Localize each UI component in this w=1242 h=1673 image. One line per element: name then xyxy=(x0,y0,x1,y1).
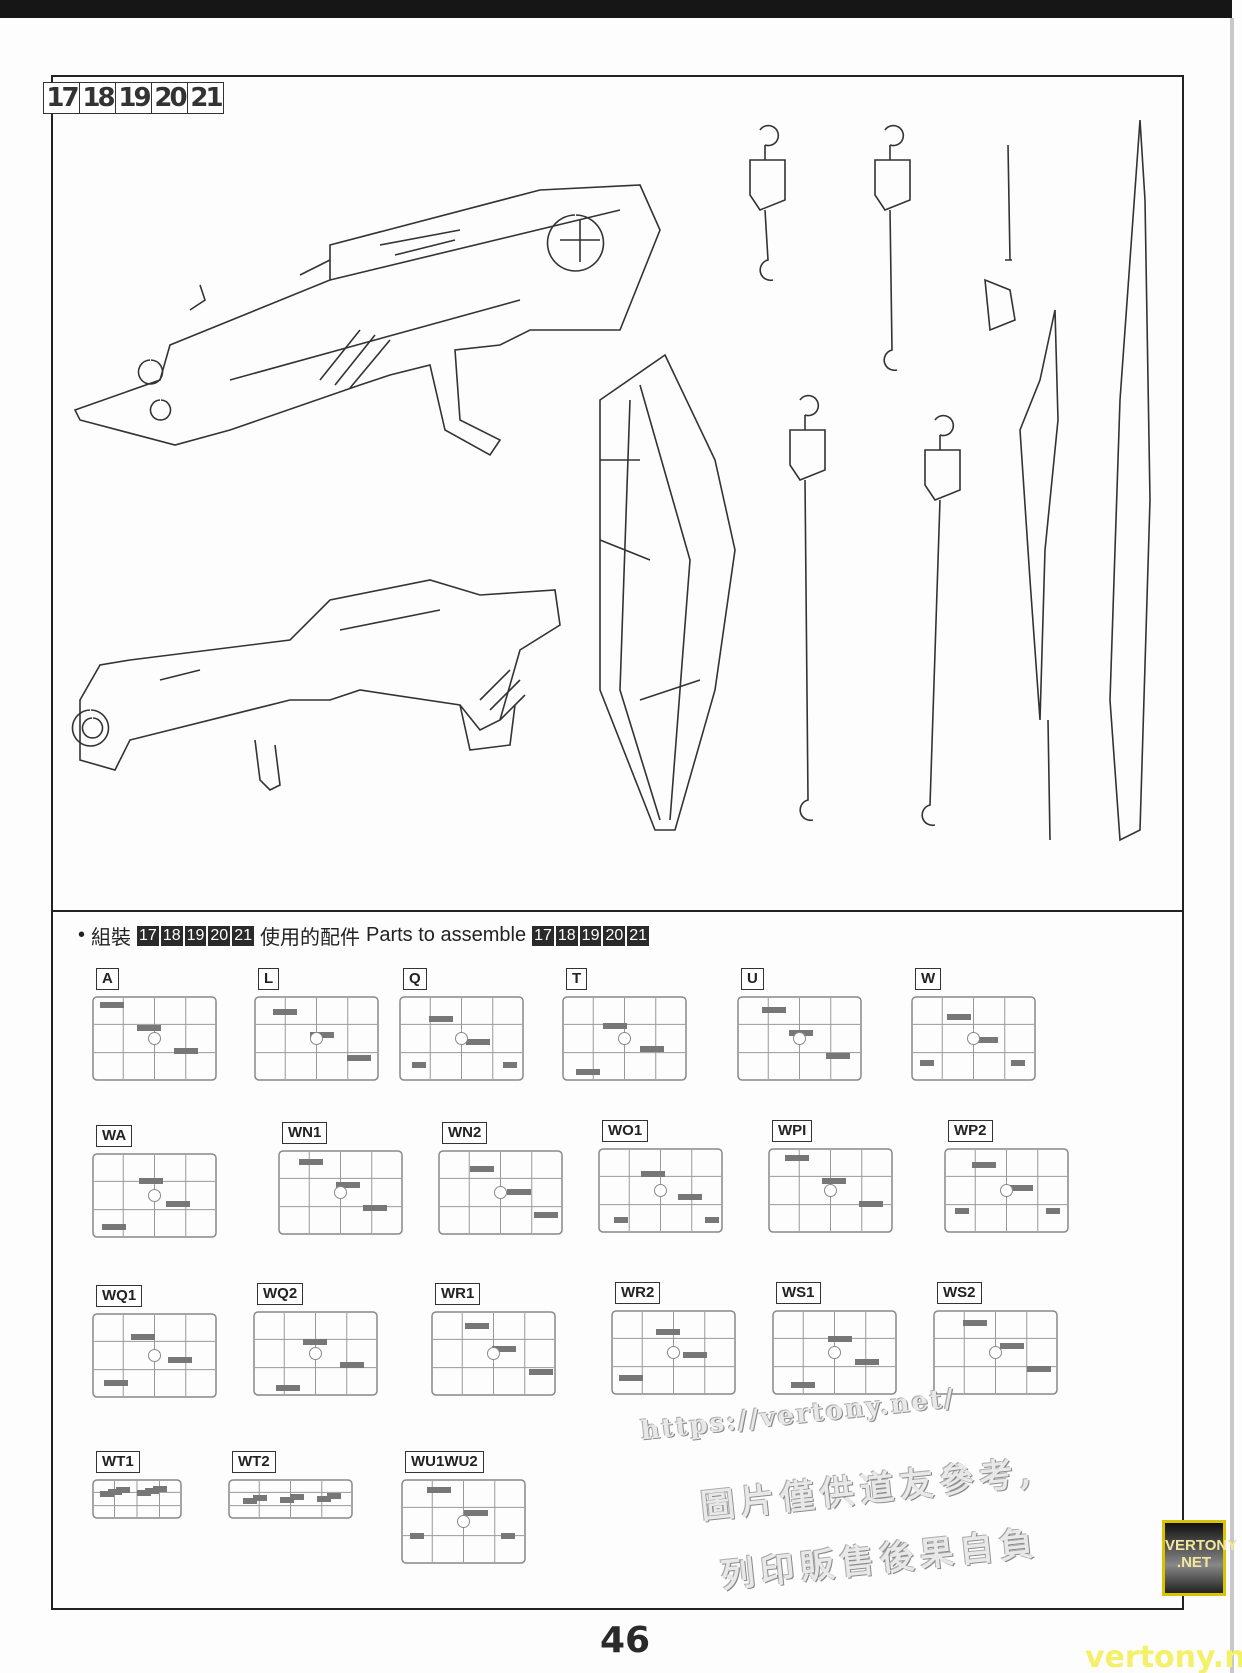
step-chip: 20 xyxy=(603,925,626,946)
logo-line1: VERTONY xyxy=(1165,1537,1238,1554)
sprue-label: A xyxy=(96,968,119,990)
step-badge: 17 xyxy=(44,83,80,113)
sprue-label: WA xyxy=(96,1125,133,1147)
sprue-runner-image xyxy=(562,996,687,1081)
sprue-runner-image xyxy=(911,996,1036,1081)
sprue-runner-image xyxy=(228,1479,353,1519)
scan-right-edge xyxy=(1230,18,1234,1673)
sprue-label: WP2 xyxy=(948,1120,993,1142)
sprue-runner-image xyxy=(278,1150,403,1235)
step-chip: 21 xyxy=(627,925,650,946)
sprue-runner-image xyxy=(933,1310,1058,1395)
sprue-runner-image xyxy=(92,996,217,1081)
logo-line2: .NET xyxy=(1176,1554,1212,1571)
sprue-runner-image xyxy=(399,996,524,1081)
sprue-label: WU1WU2 xyxy=(405,1451,484,1473)
parts-header-en: Parts to assemble xyxy=(366,924,527,946)
sprue-label: WPI xyxy=(772,1120,813,1142)
sprue-label: WO1 xyxy=(602,1120,649,1142)
sprue-runner-image xyxy=(92,1313,217,1398)
sprue-runner-image xyxy=(598,1148,723,1233)
step-badge: 19 xyxy=(116,83,152,113)
step-badge: 21 xyxy=(190,83,223,113)
sprue-label: WR1 xyxy=(435,1283,481,1305)
sprue-runner-image xyxy=(737,996,862,1081)
hook-stand-drawing xyxy=(749,124,961,827)
sprue-runner-image xyxy=(92,1479,182,1519)
sprue-label: W xyxy=(915,968,942,990)
sprue-label: WQ2 xyxy=(257,1283,304,1305)
sprue-runner-image xyxy=(944,1148,1069,1233)
sprue-runner-image xyxy=(431,1311,556,1396)
step-chip: 21 xyxy=(232,925,254,946)
sprue-runner-image xyxy=(438,1150,563,1235)
sprue-label: WS1 xyxy=(776,1282,821,1304)
sprue-runner-image xyxy=(772,1310,897,1395)
parts-header-zh-suffix: 使用的配件 xyxy=(260,927,360,949)
bullet: • xyxy=(78,924,86,946)
sprue-label: WQ1 xyxy=(96,1285,143,1307)
sprue-runner-image xyxy=(254,996,379,1081)
sprue-runner-image xyxy=(401,1479,526,1564)
step-chip: 18 xyxy=(160,925,183,946)
sprue-label: WT1 xyxy=(96,1451,140,1473)
scan-top-edge xyxy=(0,0,1232,18)
shield-drawing xyxy=(599,353,736,831)
section-divider xyxy=(51,910,1184,912)
sprue-runner-image xyxy=(768,1148,893,1233)
sprue-label: WS2 xyxy=(937,1282,982,1304)
sprue-label: L xyxy=(258,968,280,990)
bazooka-drawing xyxy=(71,579,561,791)
step-chip: 17 xyxy=(137,925,159,946)
sprue-label: U xyxy=(741,968,764,990)
step-badge: 18 xyxy=(80,83,116,113)
vertony-logo: VERTONY .NET xyxy=(1162,1520,1238,1596)
step-chip: 18 xyxy=(555,925,578,946)
sprue-runner-image xyxy=(92,1153,217,1238)
step-badge: 20 xyxy=(152,83,188,113)
weapon-illustrations xyxy=(71,119,1151,842)
sprue-label: WT2 xyxy=(232,1451,276,1473)
beam-rifle-drawing xyxy=(73,184,661,457)
sprue-label: Q xyxy=(403,968,427,990)
sprue-runner-image xyxy=(253,1311,378,1396)
page-number: 46 xyxy=(600,1620,651,1661)
sprue-runner-image xyxy=(611,1310,736,1395)
sprue-label: WN1 xyxy=(282,1122,328,1144)
step-chip: 17 xyxy=(532,925,554,946)
step-chip: 19 xyxy=(184,925,207,946)
step-chip: 20 xyxy=(208,925,231,946)
step-badges: 17 18 19 20 21 xyxy=(43,82,224,114)
site-watermark: vertony.net xyxy=(1085,1640,1242,1673)
instruction-frame xyxy=(51,75,1184,1610)
sprue-label: WN2 xyxy=(442,1122,488,1144)
sprue-label: WR2 xyxy=(615,1282,661,1304)
sword-drawing xyxy=(984,119,1151,842)
parts-header-zh-prefix: 組裝 xyxy=(91,927,132,949)
sprue-label: T xyxy=(566,968,588,990)
step-chip: 19 xyxy=(579,925,602,946)
